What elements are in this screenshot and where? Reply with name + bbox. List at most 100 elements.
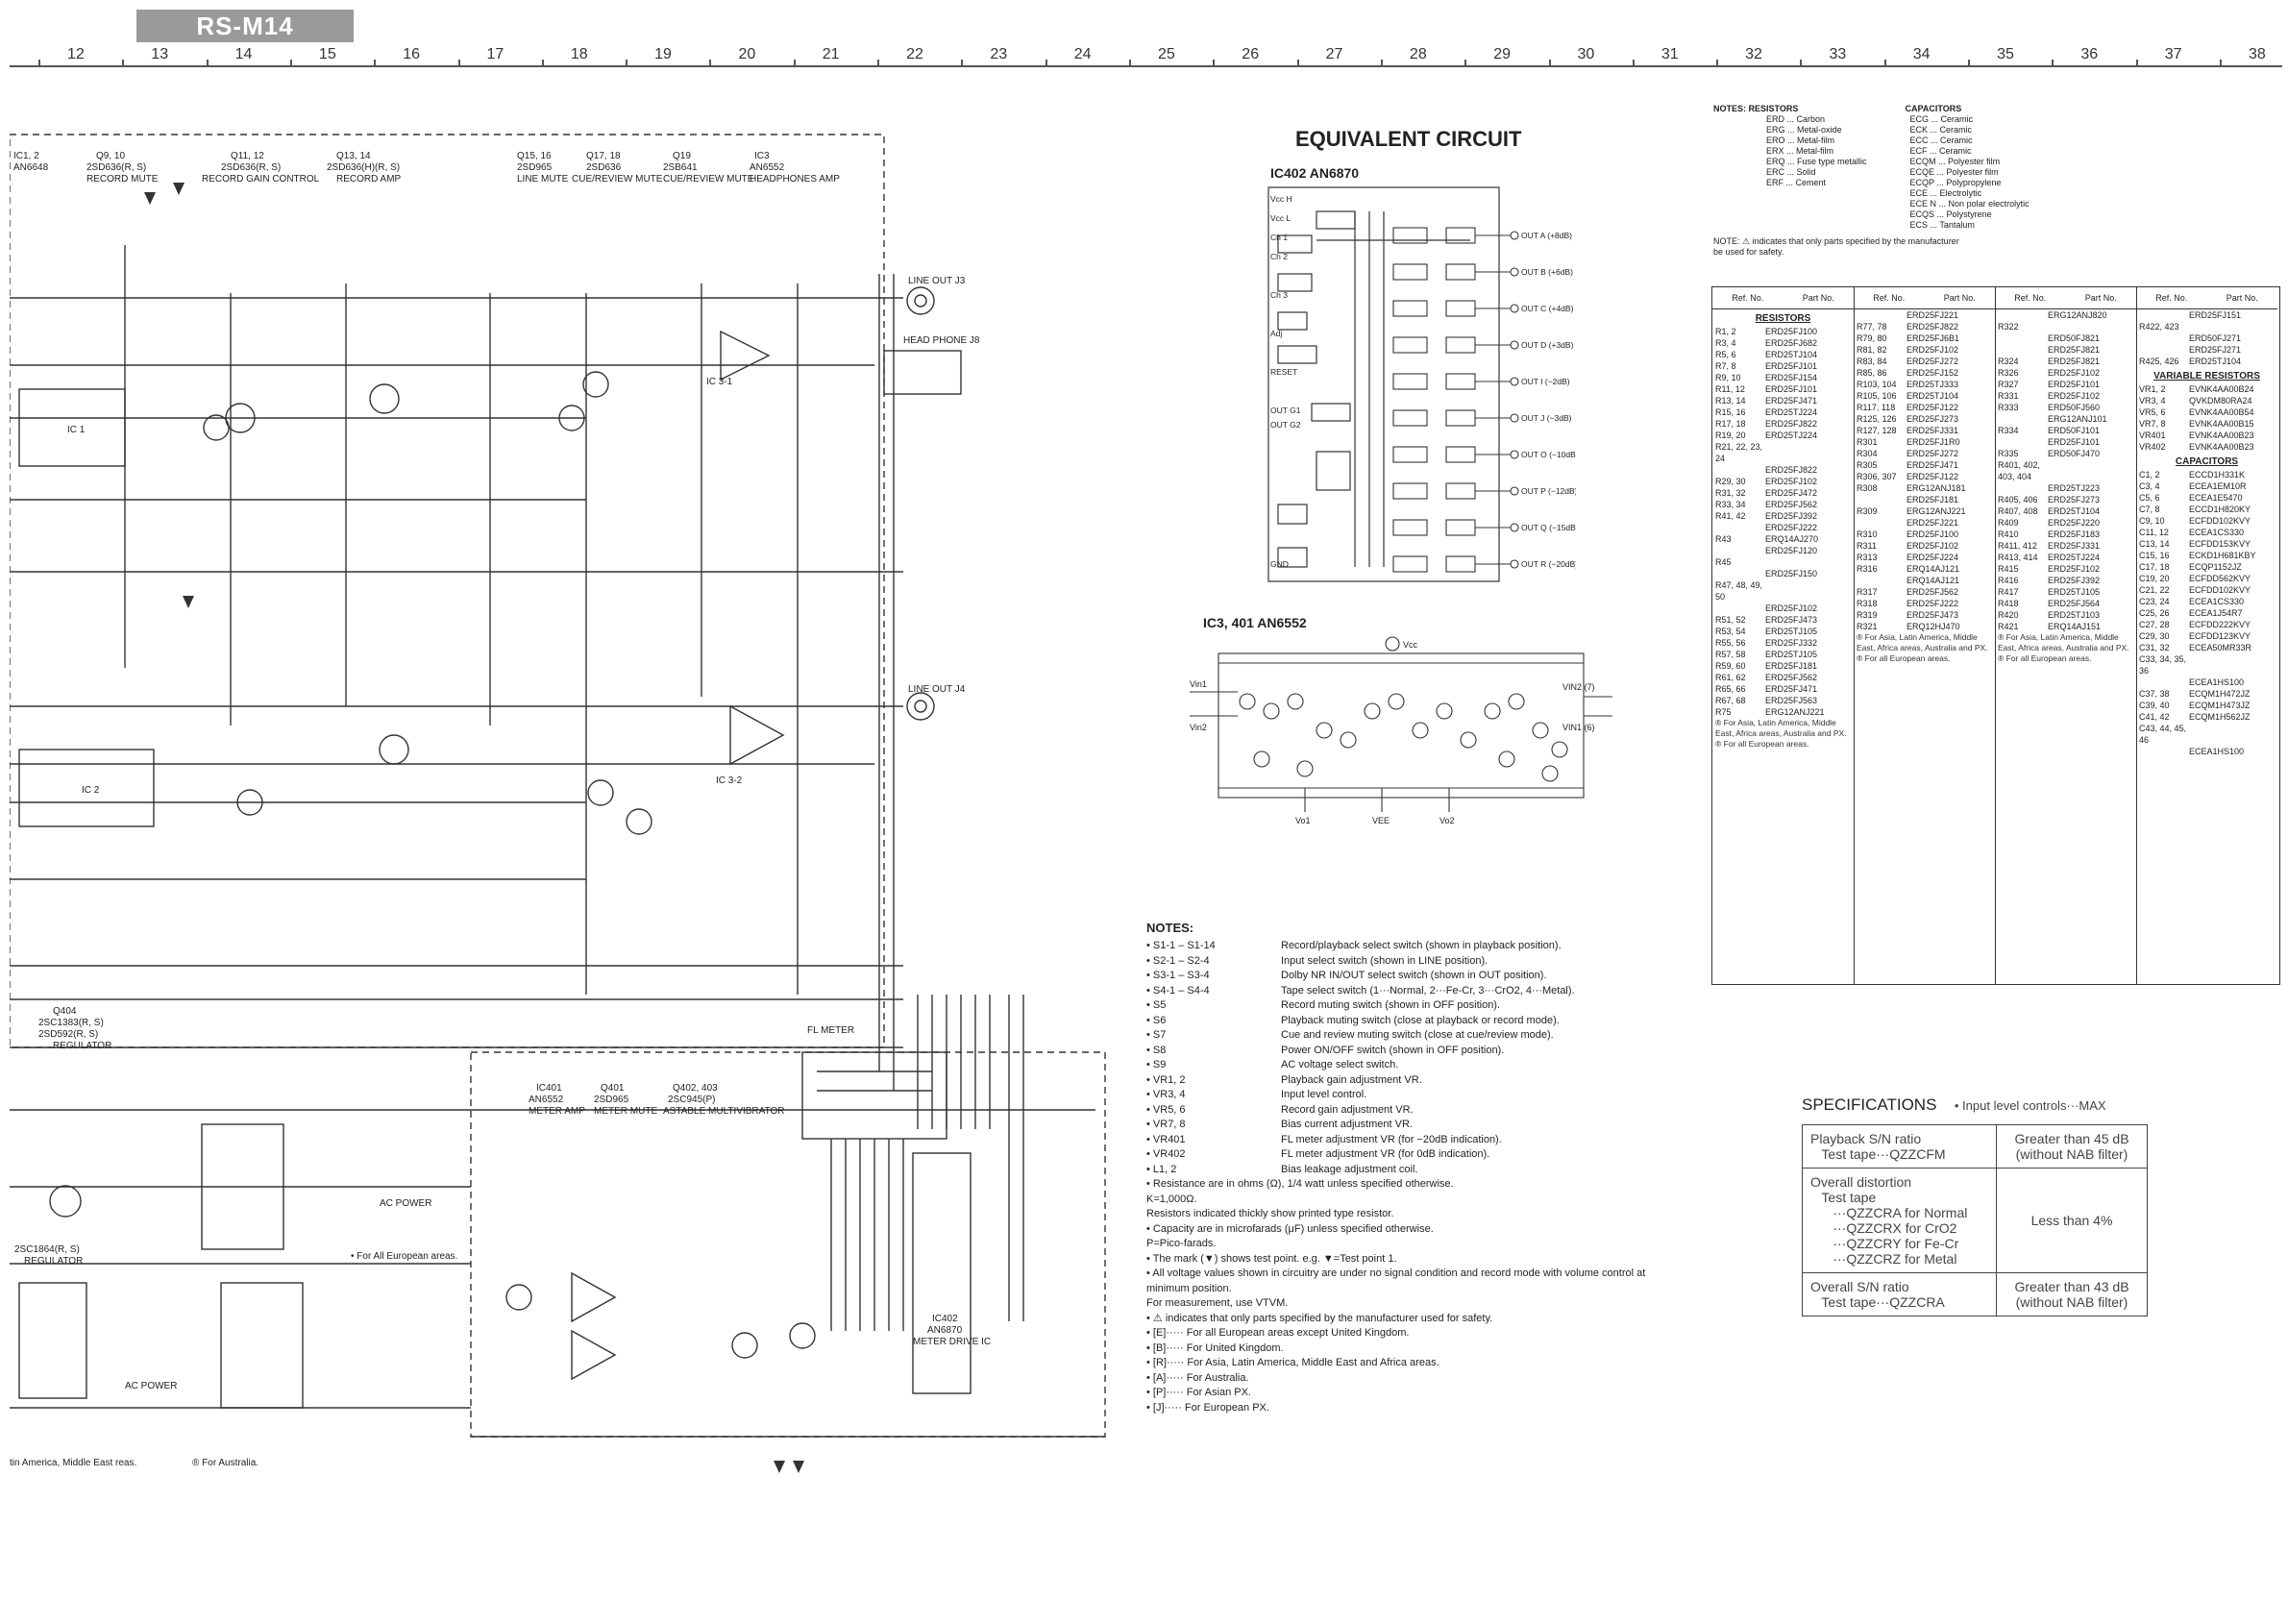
legend-resistor-item: ERX ... Metal-film	[1766, 146, 1834, 156]
note-key: • L1, 2	[1146, 1163, 1177, 1175]
legend-capacitor-item: ECF ... Ceramic	[1909, 146, 1972, 156]
ref-no	[1857, 494, 1907, 505]
parts-row: ERD25FJ821	[1995, 344, 2136, 356]
ref-no: R311	[1857, 541, 1877, 551]
parts-row: ERD25FJ181	[1854, 494, 1995, 505]
legend-capacitor-item: ECE N ... Non polar electrolytic	[1909, 199, 2030, 209]
note-extra: • All voltage values shown in circuitry …	[1146, 1267, 1646, 1294]
ic402-output-label: OUT B (+6dB)	[1521, 267, 1573, 277]
ref-no	[1715, 568, 1765, 579]
part-no: ERD25FJ221	[1907, 310, 1959, 320]
part-no: ERD25FJ562	[1765, 673, 1818, 682]
parts-row: ERD25FJ150	[1712, 568, 1854, 579]
ref-no: R305	[1857, 460, 1878, 470]
ref-no: VR402	[2139, 442, 2166, 452]
note-value: Input level control.	[1281, 1089, 1367, 1100]
part-no: EVNK4AA00B24	[2189, 384, 2254, 394]
ic402-pin-label: OUT G1	[1270, 406, 1301, 415]
ic402-pin-label: RESET	[1270, 367, 1297, 377]
part-no-header: Part No.	[1802, 293, 1834, 303]
ruler-tick	[1968, 60, 1971, 67]
ref-no	[1857, 517, 1907, 529]
legend-capacitors-title: CAPACITORS	[1905, 104, 1962, 113]
ref-no	[1998, 332, 2048, 344]
ref-no	[1715, 545, 1765, 556]
ref-no: R45	[1715, 557, 1732, 567]
ref-no: R79, 80	[1857, 333, 1887, 343]
ruler-number: 20	[738, 46, 756, 62]
ref-no	[2139, 309, 2189, 321]
ref-no: R306, 307	[1857, 472, 1897, 481]
part-no: ECEA1CS330	[2189, 597, 2245, 606]
part-no: ERD25FJ564	[2048, 599, 2101, 608]
eu-note: ® For all European areas.	[1998, 653, 2092, 663]
parts-row: ERD50FJ821	[1995, 332, 2136, 344]
part-no: ECEA1CS330	[2189, 528, 2245, 537]
ref-no	[2139, 344, 2189, 356]
note-value: Playback muting switch (close at playbac…	[1281, 1014, 1560, 1026]
part-no: ERD50FJ271	[2189, 333, 2242, 343]
ruler-number: 36	[2080, 46, 2099, 62]
note-extra: • ⚠ indicates that only parts specified …	[1146, 1312, 1493, 1324]
ruler-number: 24	[1073, 46, 1092, 62]
note-key: • S6	[1146, 1014, 1167, 1026]
part-no: ECEA1HS100	[2189, 677, 2245, 687]
spec-value: Greater than 43 dB (without NAB filter)	[1996, 1272, 2148, 1316]
part-no: ERD25FJ183	[2048, 529, 2101, 539]
note-key: • VR401	[1146, 1133, 1186, 1145]
part-no: ERD25FJ473	[1765, 615, 1818, 625]
note-key: • VR3, 4	[1146, 1089, 1186, 1100]
ref-no	[1715, 603, 1765, 614]
legend-capacitor-item: ECQS ... Polystyrene	[1909, 209, 1992, 219]
ref-no: C15, 16	[2139, 551, 2170, 560]
ref-no: R19, 20	[1715, 431, 1746, 440]
part-no: ERD25FJ332	[1765, 638, 1818, 648]
note-row: • VR3, 4 Input level control.	[1146, 1088, 1685, 1103]
ic402-fn: METER DRIVE IC	[913, 1337, 991, 1347]
part-no: ECQM1H472JZ	[2189, 689, 2251, 699]
part-no: ECKD1H681KBY	[2189, 551, 2256, 560]
parts-row: ERD25FJ222	[1712, 522, 1854, 533]
part-no: ERD25TJ104	[2048, 506, 2101, 516]
ref-no: R103, 104	[1857, 380, 1897, 389]
ic402-output-label: OUT I (−2dB)	[1521, 377, 1570, 386]
ref-no: R41, 42	[1715, 511, 1746, 521]
ic402-label: IC402	[932, 1314, 958, 1324]
ic402-output-label: OUT R (−20dB)	[1521, 559, 1576, 569]
note-value: Power ON/OFF switch (shown in OFF positi…	[1281, 1044, 1505, 1056]
part-no: ERD25FJ181	[1765, 661, 1818, 671]
ic402-pin-label: Ch 1	[1270, 233, 1288, 242]
ref-no: R33, 34	[1715, 500, 1746, 509]
line-out-3: LINE OUT J3	[908, 276, 966, 286]
ref-no: R331	[1998, 391, 2019, 401]
parts-row: ERD25FJ221	[1854, 309, 1995, 321]
part-no: ERG12ANJ181	[1907, 483, 1966, 493]
ref-no: R405, 406	[1998, 495, 2038, 504]
legend-resistor-item: ERF ... Cement	[1766, 178, 1827, 187]
part-no: ERD25FJ1R0	[1907, 437, 1960, 447]
ref-no: R335	[1998, 449, 2019, 458]
ref-no	[1857, 575, 1907, 586]
parts-table-header: Ref. No.Part No.	[1995, 287, 2136, 309]
ic402-pin-label: Ch 2	[1270, 252, 1288, 261]
part-no: ERD25FJ154	[1765, 373, 1818, 382]
ruler-tick	[1716, 60, 1719, 67]
part-no: ERD25FJ102	[2048, 564, 2101, 574]
ruler-tick	[2052, 60, 2054, 67]
q15-fn: LINE MUTE	[517, 174, 569, 185]
